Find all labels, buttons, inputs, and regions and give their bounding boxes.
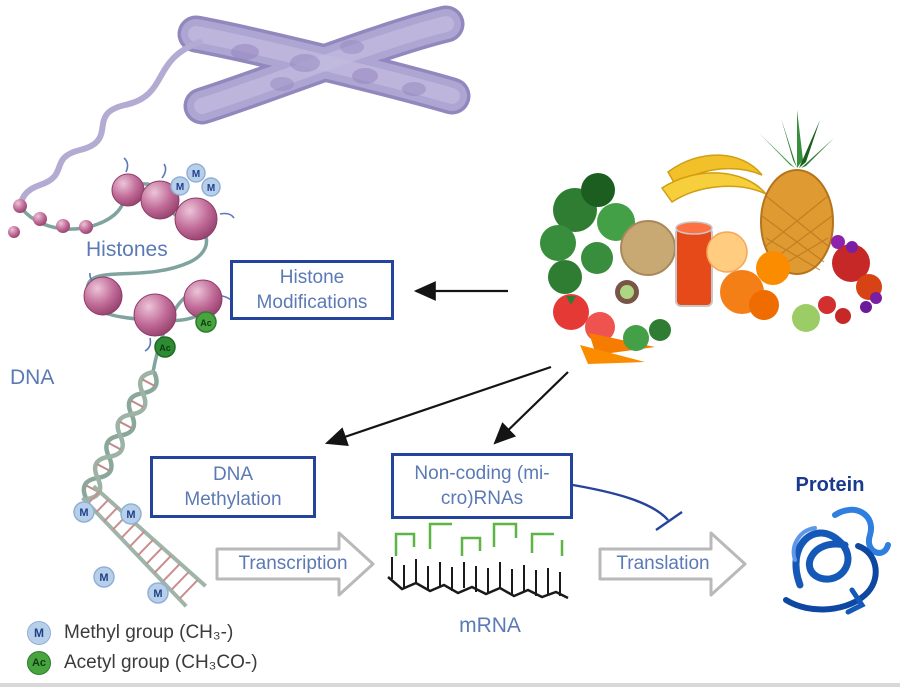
acetyl-badge-icon: Ac — [27, 651, 51, 675]
methyl-badge-icon — [201, 177, 221, 197]
methyl-badge-icon: M — [27, 621, 51, 645]
small-nucleosome-bead — [8, 226, 20, 238]
methyl-badge-icon — [147, 582, 169, 604]
chromosome-illustration — [17, 5, 471, 209]
noncoding-rnas-line2: cro)RNAs — [440, 488, 524, 509]
inhibition-connector — [566, 482, 683, 531]
dna-helix-illustration: M M M M — [73, 369, 207, 608]
small-nucleosome-bead — [56, 219, 70, 233]
protein-illustration — [783, 506, 891, 615]
methyl-badge-label: M — [207, 183, 215, 194]
legend-methyl-row: M Methyl group (CH₃-) — [27, 621, 233, 645]
arrow-diet-to-dna-methylation — [324, 365, 552, 447]
legend-acetyl-row: Ac Acetyl group (CH₃CO-) — [27, 651, 258, 675]
histone-methyl-badges: M M M — [170, 163, 221, 197]
methyl-badge-icon — [170, 176, 190, 196]
methyl-badge-label: M — [192, 169, 200, 180]
dna-label: DNA — [10, 366, 55, 389]
legend-methyl-label: Methyl group (CH₃-) — [64, 622, 234, 643]
bottom-edge-divider — [0, 683, 900, 687]
histone-modifications-line1: Histone — [279, 266, 345, 288]
nucleosome — [133, 293, 177, 337]
small-nucleosome-bead — [13, 199, 27, 213]
methyl-badge-label: M — [79, 507, 88, 519]
small-nucleosome-bead — [33, 212, 47, 226]
protein-label: Protein — [795, 474, 865, 496]
acetyl-badge-icon — [154, 336, 176, 358]
histone-modifications-line2: Modifications — [256, 292, 368, 313]
transcription-label: Transcription — [238, 553, 348, 574]
dna-methylation-line2: Methylation — [184, 489, 282, 510]
chromatin-fiber-illustration: M M M Ac Ac — [8, 157, 235, 373]
diet-illustration — [540, 110, 882, 364]
histone-modifications-box: Histone Modifications — [230, 260, 394, 320]
acetyl-badge-icon — [195, 311, 217, 333]
dna-methyl-badges: M M M M — [73, 501, 169, 604]
histones-label: Histones — [86, 238, 168, 261]
dna-methylation-line1: DNA — [212, 463, 254, 485]
dna-methylation-box: DNA Methylation — [150, 456, 316, 518]
transcription-arrow — [215, 531, 375, 597]
methyl-badge-label: M — [99, 572, 108, 584]
arrow-diet-to-noncoding-rnas — [493, 371, 569, 445]
methyl-badge-label: M — [126, 509, 135, 521]
acetyl-badge-label: Ac — [159, 343, 171, 353]
methyl-badge-icon — [186, 163, 206, 183]
pineapple-icon — [760, 110, 834, 275]
small-nucleosome-bead — [79, 220, 93, 234]
nucleosome — [83, 276, 123, 316]
translation-label: Translation — [616, 553, 710, 574]
mrna-label: mRNA — [459, 614, 521, 637]
mrna-illustration — [387, 522, 569, 600]
methyl-badge-icon — [73, 501, 95, 523]
methyl-badge-icon — [93, 566, 115, 588]
nucleosome — [111, 173, 145, 207]
methyl-badge-label: M — [176, 182, 184, 193]
noncoding-rnas-box: Non-coding (mi- cro)RNAs — [391, 453, 573, 519]
noncoding-rnas-line1: Non-coding (mi- — [414, 462, 550, 484]
legend-acetyl-label: Acetyl group (CH₃CO-) — [64, 652, 258, 673]
methyl-badge-icon — [120, 503, 142, 525]
nucleosome — [140, 180, 180, 220]
translation-arrow — [598, 531, 747, 597]
nucleosome — [174, 197, 218, 241]
histone-acetyl-badges: Ac Ac — [154, 311, 217, 358]
acetyl-badge-label: Ac — [200, 318, 212, 328]
methyl-badge-label: M — [153, 588, 162, 600]
